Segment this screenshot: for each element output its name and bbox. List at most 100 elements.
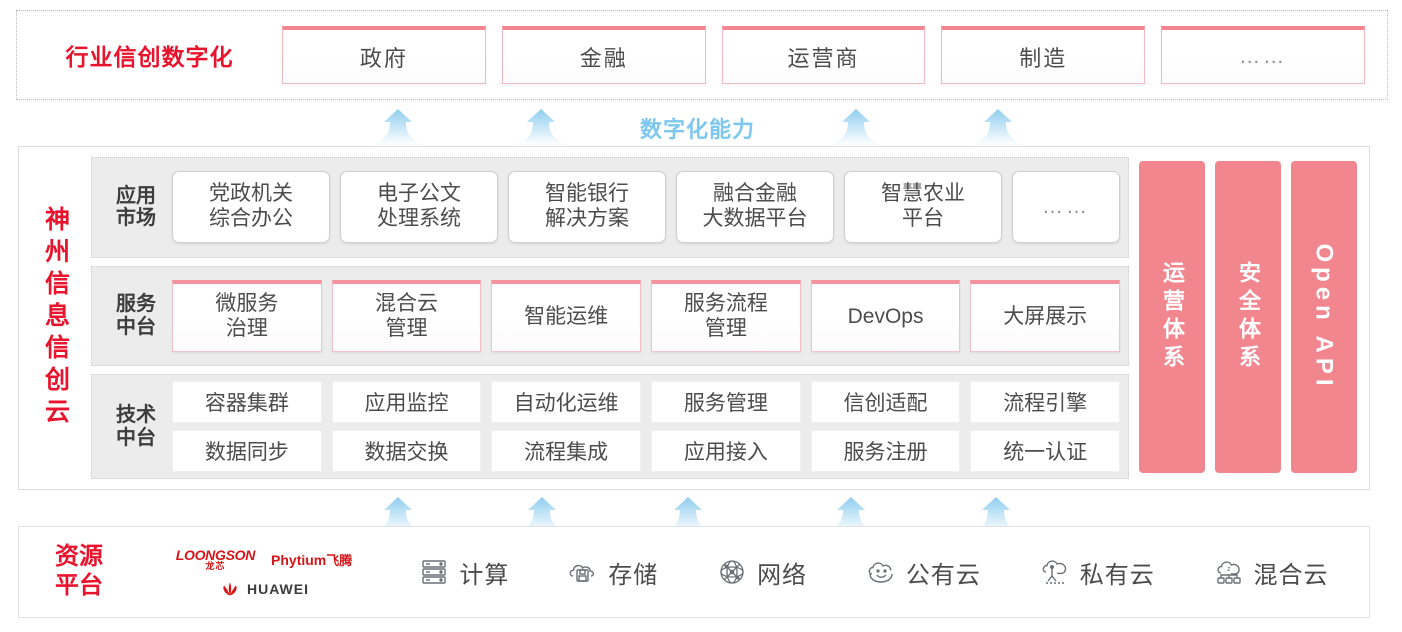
card-line2: 治理: [225, 317, 268, 341]
resource-item-label: 计算: [459, 561, 510, 589]
industry-card-government[interactable]: 政府: [282, 26, 486, 84]
vendor-logo-row: LOONGSON 龙芯 Phytium飞腾: [176, 548, 353, 571]
resource-item-public-cloud[interactable]: 公有云: [864, 555, 981, 590]
up-arrow-icon: [514, 496, 570, 534]
up-arrow-icon: [660, 496, 716, 534]
resource-item-list: 计算 存储: [389, 555, 1369, 590]
service-card-dashboard-display[interactable]: 大屏展示: [970, 279, 1121, 352]
app-market-card-list: 党政机关 综合办公 电子公文 处理系统 智能银行 解决方案 融合金融: [172, 164, 1120, 251]
network-mesh-icon: [715, 555, 749, 589]
card-line1: 电子公文: [377, 182, 461, 206]
resource-item-storage[interactable]: 存储: [566, 555, 658, 590]
public-cloud-icon: [864, 555, 898, 589]
tech-card-app-monitoring[interactable]: 应用监控: [331, 381, 482, 423]
industry-card-telecom[interactable]: 运营商: [721, 26, 926, 84]
platform-body: 应用 市场 党政机关 综合办公 电子公文 处理系统 智能银行: [91, 147, 1369, 489]
resource-platform-band: 资源 平台 LOONGSON 龙芯 Phytium飞腾: [18, 526, 1370, 618]
tech-card-grid: 容器集群 应用监控 自动化运维 服务管理 信创适配 流程引擎 数据同步 数据交换…: [172, 381, 1121, 472]
tech-card-xinchuang-adaptation[interactable]: 信创适配: [810, 381, 961, 423]
capability-arrow-strip-top: [0, 100, 1402, 146]
pillar-security-system[interactable]: 安全体系: [1215, 161, 1281, 473]
card-line2: 平台: [902, 207, 944, 231]
pillar-label: 运营体系: [1160, 261, 1185, 373]
resource-item-private-cloud[interactable]: 私有云: [1038, 555, 1155, 590]
resource-title-line2: 平台: [55, 572, 103, 599]
resource-item-hybrid-cloud[interactable]: z 混合云: [1212, 555, 1329, 590]
industry-card-more[interactable]: ……: [1161, 26, 1365, 84]
tech-card-automated-ops[interactable]: 自动化运维: [491, 381, 642, 423]
card-line2: 管理: [704, 317, 747, 341]
tech-card-data-sync[interactable]: 数据同步: [172, 430, 322, 472]
pillar-label: 安全体系: [1236, 261, 1261, 373]
layer-label-line2: 中台: [116, 315, 156, 338]
private-cloud-icon: [1038, 555, 1072, 589]
loongson-logo-cn: 龙芯: [205, 560, 226, 571]
service-card-hybrid-cloud-mgmt[interactable]: 混合云 管理: [331, 279, 482, 352]
pillar-list: 运营体系 安全体系 Open API: [1139, 157, 1357, 479]
svg-text:z: z: [1227, 566, 1231, 573]
tech-card-data-exchange[interactable]: 数据交换: [331, 430, 482, 472]
card-line2: 综合办公: [209, 207, 293, 231]
resource-item-label: 私有云: [1079, 561, 1155, 589]
tech-card-process-integration[interactable]: 流程集成: [491, 430, 642, 472]
layer-label-line1: 应用: [116, 184, 156, 207]
phytium-logo-cn: 飞腾: [326, 552, 353, 568]
tech-card-container-cluster[interactable]: 容器集群: [172, 381, 322, 423]
up-arrow-icon: [370, 108, 426, 146]
platform-container: 神州信息信创云 应用 市场 党政机关 综合办公 电: [18, 146, 1370, 490]
tech-card-unified-auth[interactable]: 统一认证: [970, 430, 1121, 472]
server-rack-icon: [417, 555, 451, 589]
up-arrow-icon: [828, 108, 884, 146]
card-line2: 处理系统: [377, 207, 461, 231]
industry-card-finance[interactable]: 金融: [501, 26, 706, 84]
tech-card-service-mgmt[interactable]: 服务管理: [651, 381, 801, 423]
layer-label-line2: 市场: [116, 207, 156, 230]
platform-layer-list: 应用 市场 党政机关 综合办公 电子公文 处理系统 智能银行: [91, 157, 1129, 479]
industry-card-list: 政府 金融 运营商 制造 ……: [282, 26, 1387, 84]
card-line1: 混合云: [375, 292, 438, 316]
resource-item-label: 混合云: [1253, 561, 1329, 589]
service-card-microservice-governance[interactable]: 微服务 治理: [172, 279, 322, 352]
tech-card-process-engine[interactable]: 流程引擎: [970, 381, 1121, 423]
layer-label-line1: 服务: [116, 293, 156, 316]
tech-card-service-registry[interactable]: 服务注册: [810, 430, 961, 472]
card-line1: 党政机关: [209, 182, 293, 206]
app-card-government-office[interactable]: 党政机关 综合办公: [172, 171, 330, 244]
vendor-logo-list: LOONGSON 龙芯 Phytium飞腾: [139, 548, 389, 597]
pillar-label: Open API: [1311, 243, 1338, 391]
tech-card-app-access[interactable]: 应用接入: [651, 430, 801, 472]
card-line1: 微服务: [215, 292, 279, 316]
card-line1: 智慧农业: [881, 182, 965, 206]
industry-band-title: 行业信创数字化: [65, 44, 234, 70]
app-card-fintech-bigdata[interactable]: 融合金融 大数据平台: [676, 171, 834, 244]
layer-label-service-middle-platform: 服务 中台: [100, 293, 172, 338]
cloud-storage-icon: [566, 555, 600, 589]
service-card-service-process-mgmt[interactable]: 服务流程 管理: [651, 279, 801, 352]
huawei-logo: HUAWEI: [219, 581, 309, 597]
resource-item-network[interactable]: 网络: [715, 555, 807, 590]
pillar-open-api[interactable]: Open API: [1291, 161, 1357, 473]
loongson-logo-en: LOONGSON: [175, 546, 256, 563]
app-card-more[interactable]: ……: [1012, 171, 1120, 244]
resource-item-label: 公有云: [905, 561, 981, 589]
app-card-smart-bank[interactable]: 智能银行 解决方案: [508, 171, 666, 244]
app-card-smart-agriculture[interactable]: 智慧农业 平台: [844, 171, 1002, 244]
tech-card-row: 容器集群 应用监控 自动化运维 服务管理 信创适配 流程引擎: [172, 381, 1121, 423]
platform-title-text: 神州信息信创云: [41, 206, 70, 430]
resource-item-label: 网络: [757, 561, 808, 589]
industry-band: 行业信创数字化 政府 金融 运营商 制造 ……: [16, 10, 1388, 100]
app-card-edoc-system[interactable]: 电子公文 处理系统: [340, 171, 498, 244]
up-arrow-icon: [370, 496, 426, 534]
capability-arrow-strip-bottom: [0, 490, 1402, 534]
service-card-devops[interactable]: DevOps: [810, 279, 961, 352]
digital-capability-label: 数字化能力: [640, 117, 756, 142]
hybrid-cloud-icon: z: [1212, 555, 1246, 589]
resource-platform-title: 资源 平台: [19, 543, 139, 601]
pillar-operations-system[interactable]: 运营体系: [1139, 161, 1205, 473]
industry-card-manufacturing[interactable]: 制造: [941, 26, 1146, 84]
resource-item-compute[interactable]: 计算: [417, 555, 509, 590]
loongson-logo: LOONGSON 龙芯: [175, 546, 256, 571]
huawei-flower-icon: [219, 581, 241, 597]
service-card-smart-ops[interactable]: 智能运维: [491, 279, 642, 352]
